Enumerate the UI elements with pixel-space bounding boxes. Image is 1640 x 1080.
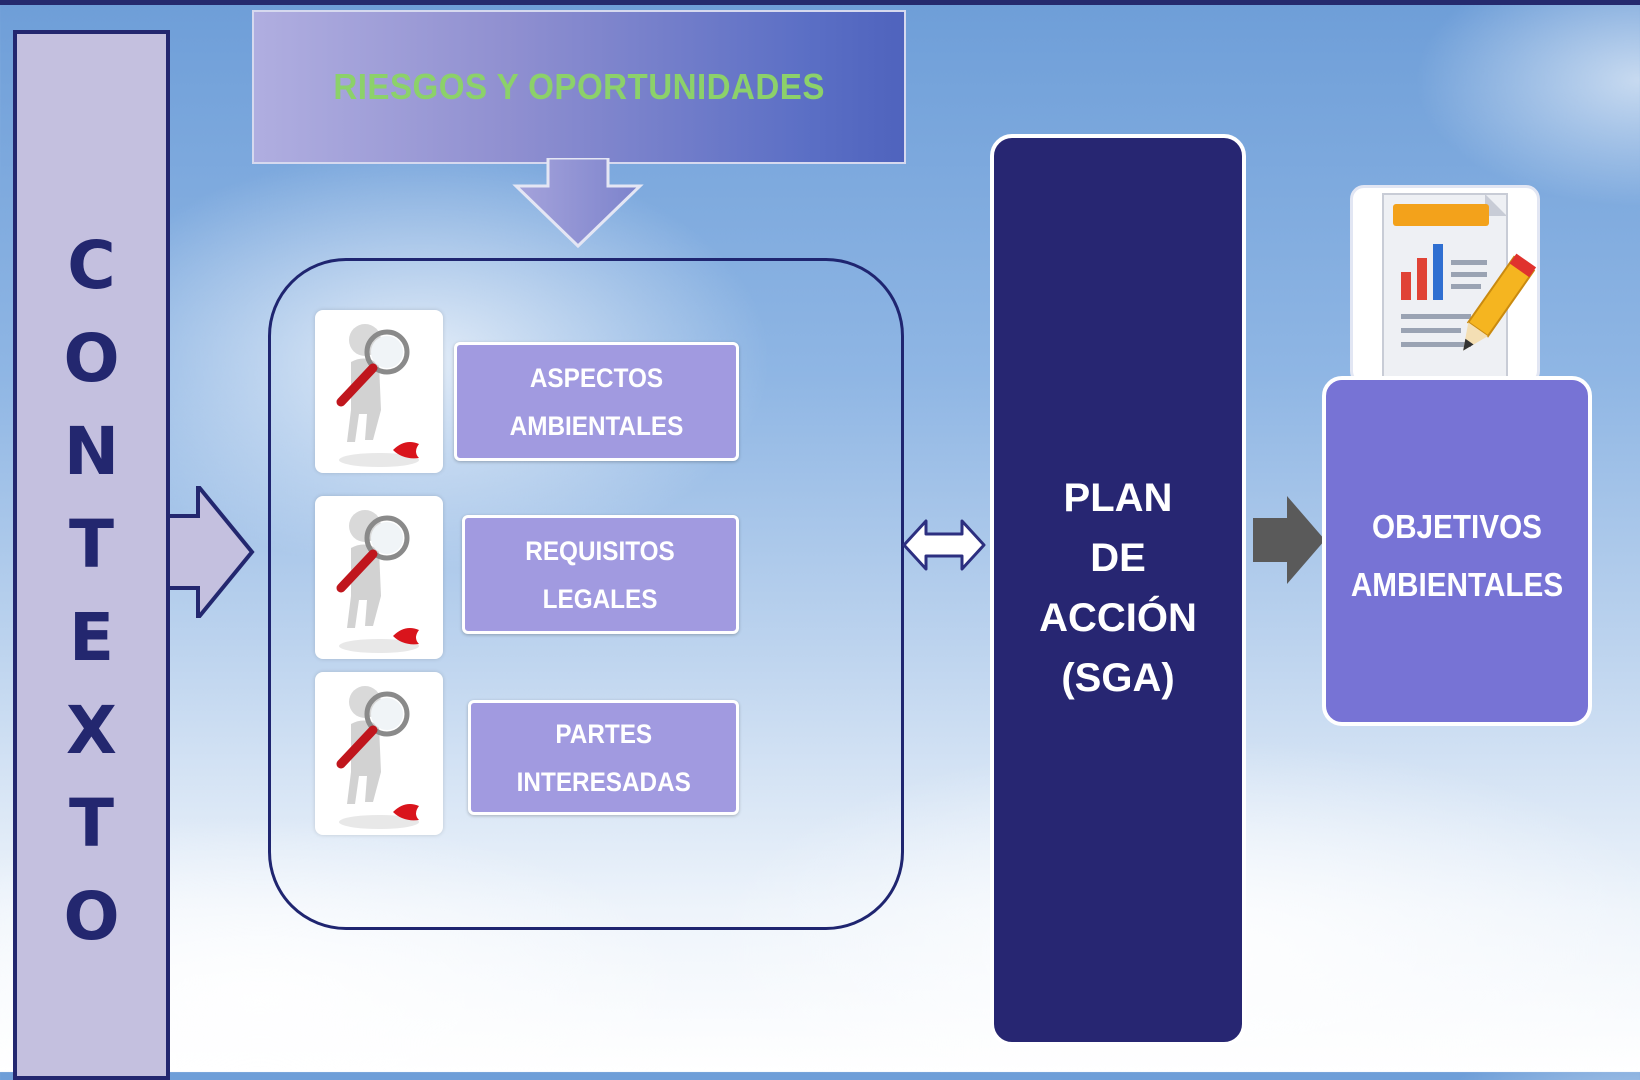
contexto-letter: T <box>68 506 115 583</box>
objetivos-box: OBJETIVOS AMBIENTALES <box>1322 376 1592 726</box>
contexto-arrow-icon <box>168 486 255 618</box>
contexto-letter: E <box>68 599 115 676</box>
contexto-letter: O <box>63 320 120 397</box>
item-label: REQUISITOS LEGALES <box>525 535 676 614</box>
objetivos-label: OBJETIVOS AMBIENTALES <box>1350 508 1564 603</box>
report-frame <box>1350 185 1540 385</box>
right-arrow-icon <box>1253 496 1325 584</box>
item-requisitos-legales: REQUISITOS LEGALES <box>462 515 739 634</box>
magnifier-person-icon <box>315 672 443 835</box>
item-label: PARTES INTERESADAS <box>516 718 691 797</box>
contexto-letter: C <box>67 227 116 304</box>
item-label: ASPECTOS AMBIENTALES <box>509 362 684 441</box>
contexto-letter: X <box>66 692 117 769</box>
contexto-letter: T <box>68 785 115 862</box>
double-arrow-icon <box>902 519 986 571</box>
top-border <box>0 0 1640 5</box>
plan-de-accion-box: PLAN DE ACCIÓN (SGA) <box>990 134 1246 1046</box>
riesgos-title: RIESGOS Y OPORTUNIDADES <box>333 66 825 107</box>
down-arrow-icon <box>512 158 644 249</box>
contexto-letter: O <box>63 878 120 955</box>
central-panel <box>268 258 904 930</box>
magnifier-person-icon <box>315 310 443 473</box>
magnifier-person-icon <box>315 496 443 659</box>
riesgos-banner: RIESGOS Y OPORTUNIDADES <box>252 10 906 164</box>
item-partes-interesadas: PARTES INTERESADAS <box>468 700 739 815</box>
contexto-letter: N <box>63 413 120 490</box>
item-aspectos-ambientales: ASPECTOS AMBIENTALES <box>454 342 739 461</box>
report-chart-pencil-icon <box>1382 193 1537 379</box>
plan-label: PLAN DE ACCIÓN (SGA) <box>1039 476 1197 700</box>
